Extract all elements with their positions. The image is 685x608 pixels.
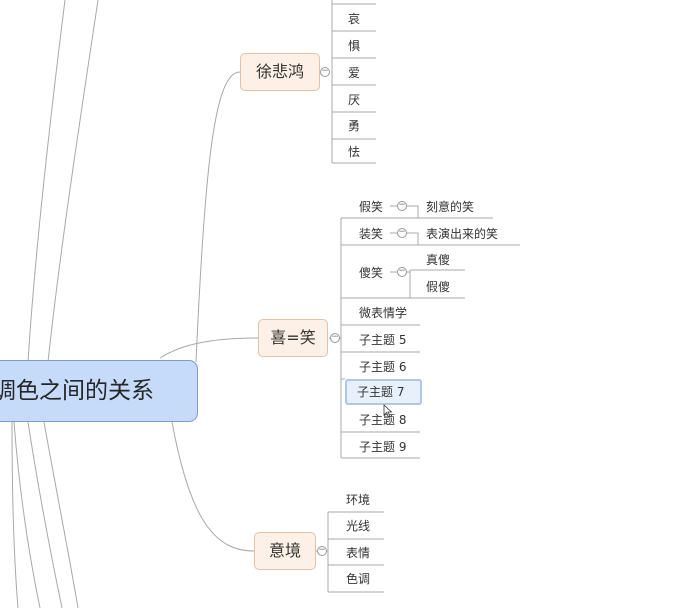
- subtopic[interactable]: 惧: [348, 39, 361, 53]
- link-offscreen-6: [11, 421, 19, 608]
- link-offscreen-3: [13, 421, 41, 608]
- link-central-yi: [171, 421, 255, 552]
- link-offscreen-4: [27, 421, 63, 608]
- subtopic-jiaxiao[interactable]: 假笑: [359, 200, 384, 214]
- collapse-toggle-icon[interactable]: −: [330, 332, 340, 343]
- subtopic[interactable]: 子主题 5: [359, 333, 407, 347]
- subtopic[interactable]: 环境: [346, 493, 371, 507]
- subtopic[interactable]: 色调: [346, 572, 371, 586]
- subtopic-leaf[interactable]: 表演出来的笑: [426, 227, 499, 241]
- subtopic[interactable]: 勇: [348, 119, 361, 133]
- subtopic-selected[interactable]: 子主题 7: [345, 379, 422, 405]
- subtopic-leaf[interactable]: 刻意的笑: [426, 200, 475, 214]
- link-offscreen-1: [27, 0, 66, 363]
- subtopic[interactable]: 怯: [348, 145, 361, 159]
- subtopic[interactable]: 微表情学: [359, 306, 408, 320]
- mouse-cursor-icon: [383, 404, 393, 418]
- link-central-xu: [195, 71, 241, 363]
- subtopic-leaf[interactable]: 真傻: [426, 253, 451, 267]
- subtopic[interactable]: 子主题 8: [359, 413, 407, 427]
- main-topic-yi[interactable]: 意境: [254, 532, 316, 570]
- link-central-xi: [159, 337, 259, 359]
- subtopic[interactable]: 爱: [348, 66, 361, 80]
- link-offscreen-5: [43, 421, 79, 608]
- collapse-toggle-icon[interactable]: −: [317, 545, 327, 556]
- link-offscreen-2: [47, 0, 99, 363]
- central-topic[interactable]: 调色之间的关系: [0, 360, 198, 422]
- subtopic[interactable]: 表情: [346, 546, 371, 560]
- subtopic-zhuangxiao[interactable]: 装笑: [359, 227, 384, 241]
- subtopic[interactable]: 子主题 9: [359, 440, 407, 454]
- collapse-toggle-icon[interactable]: −: [397, 227, 407, 238]
- collapse-toggle-icon[interactable]: −: [397, 200, 407, 211]
- main-topic-xi[interactable]: 喜=笑: [258, 319, 328, 357]
- main-topic-xu[interactable]: 徐悲鸿: [240, 53, 320, 91]
- subtopic-leaf[interactable]: 假傻: [426, 280, 451, 294]
- subtopic[interactable]: 哀: [348, 12, 361, 26]
- collapse-toggle-icon[interactable]: −: [320, 66, 330, 77]
- subtopic[interactable]: 子主题 6: [359, 360, 407, 374]
- link-xu-bracket: [319, 0, 333, 163]
- subtopic[interactable]: 厌: [348, 93, 361, 107]
- subtopic-shaxiao[interactable]: 傻笑: [359, 266, 384, 280]
- collapse-toggle-icon[interactable]: −: [397, 266, 407, 277]
- subtopic[interactable]: 光线: [346, 519, 371, 533]
